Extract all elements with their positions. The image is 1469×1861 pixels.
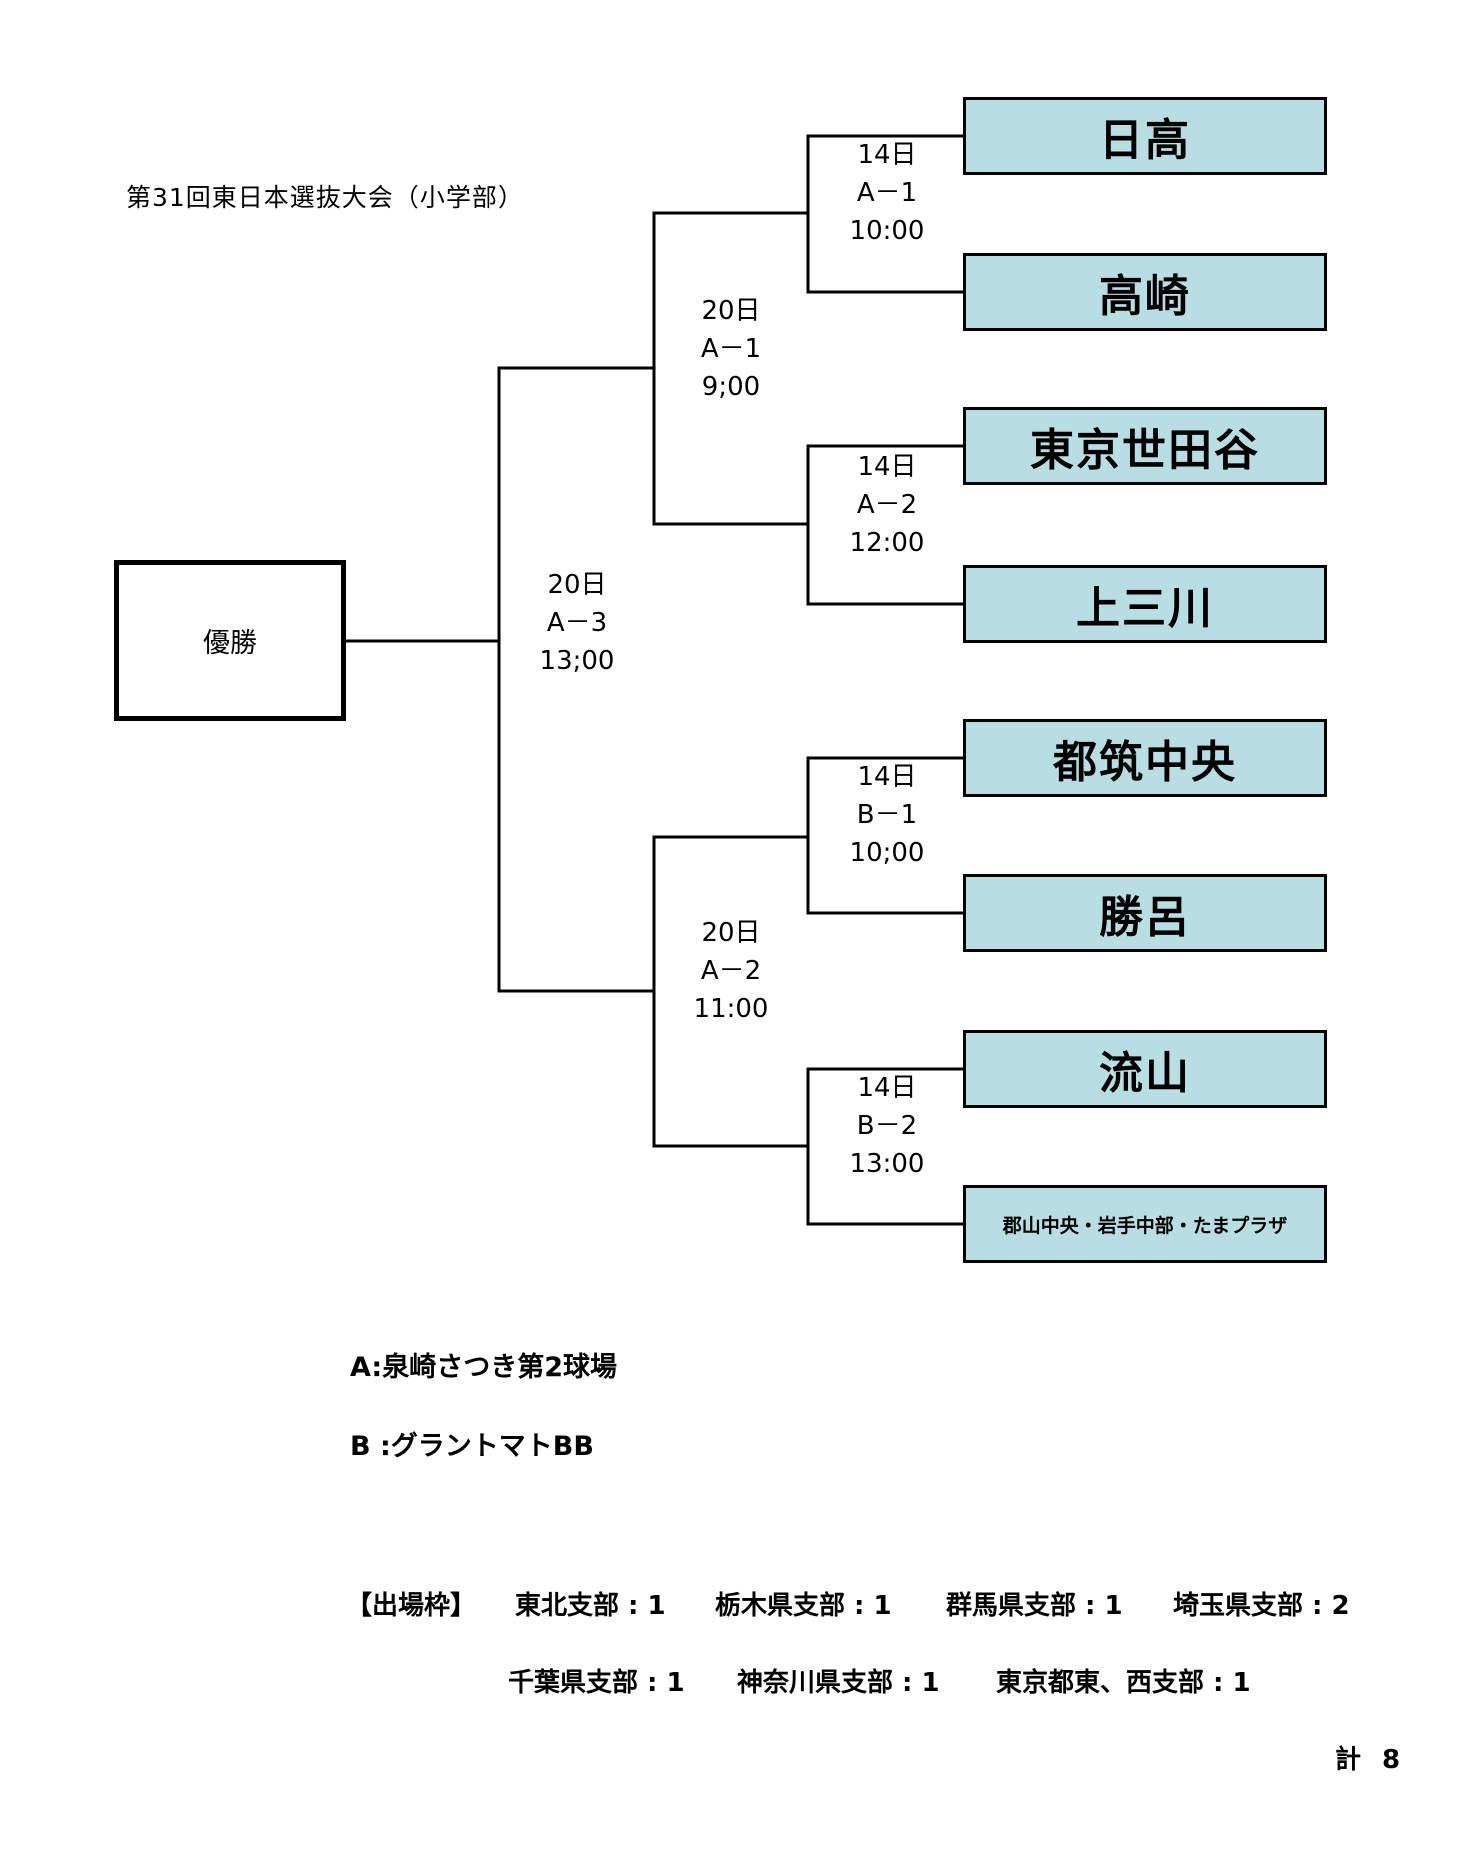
match-label-r1-b2: 14日 B－2 13:00 bbox=[832, 1069, 942, 1183]
match-time: 10:00 bbox=[849, 216, 925, 246]
quota-row-2: 千葉県支部 : 1 神奈川県支部 : 1 東京都東、西支部 : 1 bbox=[0, 1662, 1469, 1698]
match-code: A－3 bbox=[546, 608, 608, 638]
match-date: 14日 bbox=[857, 762, 917, 792]
match-label-r1-a2: 14日 A－2 12:00 bbox=[832, 448, 942, 562]
quota-item: 東京都東、西支部 : 1 bbox=[996, 1668, 1251, 1698]
team-box: 勝呂 bbox=[963, 874, 1327, 952]
match-label-sf-a2: 20日 A－2 11:00 bbox=[676, 914, 786, 1028]
match-code: A－2 bbox=[700, 956, 762, 986]
match-code: B－1 bbox=[856, 800, 918, 830]
team-box: 都筑中央 bbox=[963, 719, 1327, 797]
team-box: 東京世田谷 bbox=[963, 407, 1327, 485]
match-label-sf-a1: 20日 A－1 9;00 bbox=[676, 292, 786, 406]
match-label-final: 20日 A－3 13;00 bbox=[522, 566, 632, 680]
match-code: A－1 bbox=[856, 178, 918, 208]
match-label-r1-a1: 14日 A－1 10:00 bbox=[832, 136, 942, 250]
quota-row-1: 【出場枠】 東北支部 : 1 栃木県支部 : 1 群馬県支部 : 1 埼玉県支部… bbox=[0, 1585, 1469, 1621]
team-box: 上三川 bbox=[963, 565, 1327, 643]
quota-item: 埼玉県支部 : 2 bbox=[1173, 1591, 1350, 1621]
match-time: 12:00 bbox=[849, 528, 925, 558]
quota-item: 千葉県支部 : 1 bbox=[508, 1668, 685, 1698]
match-date: 20日 bbox=[701, 918, 761, 948]
match-time: 10;00 bbox=[849, 838, 925, 868]
match-code: A－2 bbox=[856, 490, 918, 520]
team-box: 高崎 bbox=[963, 253, 1327, 331]
champion-label: 優勝 bbox=[203, 628, 257, 659]
quota-item: 群馬県支部 : 1 bbox=[946, 1591, 1123, 1621]
match-time: 9;00 bbox=[701, 372, 761, 402]
match-code: B－2 bbox=[856, 1111, 918, 1141]
quota-item: 栃木県支部 : 1 bbox=[715, 1591, 892, 1621]
match-time: 13:00 bbox=[849, 1149, 925, 1179]
venue-b: B :グラントマトBB bbox=[350, 1431, 594, 1462]
venue-a: A:泉崎さつき第2球場 bbox=[350, 1352, 617, 1383]
team-box: 日高 bbox=[963, 97, 1327, 175]
match-code: A－1 bbox=[700, 334, 762, 364]
team-box: 流山 bbox=[963, 1030, 1327, 1108]
match-date: 14日 bbox=[857, 140, 917, 170]
match-date: 14日 bbox=[857, 452, 917, 482]
quota-header: 【出場枠】 bbox=[346, 1591, 477, 1621]
match-date: 14日 bbox=[857, 1073, 917, 1103]
quota-item: 東北支部 : 1 bbox=[515, 1591, 666, 1621]
match-time: 13;00 bbox=[539, 646, 615, 676]
quota-item: 神奈川県支部 : 1 bbox=[737, 1668, 940, 1698]
champion-box: 優勝 bbox=[114, 560, 346, 721]
match-label-r1-b1: 14日 B－1 10;00 bbox=[832, 758, 942, 872]
tournament-title: 第31回東日本選抜大会（小学部） bbox=[126, 183, 524, 212]
match-time: 11:00 bbox=[693, 994, 769, 1024]
match-date: 20日 bbox=[547, 570, 607, 600]
team-box: 郡山中央・岩手中部・たまプラザ bbox=[963, 1185, 1327, 1263]
match-date: 20日 bbox=[701, 296, 761, 326]
bracket-final bbox=[497, 366, 654, 993]
total-count: 計 8 bbox=[1335, 1745, 1407, 1775]
